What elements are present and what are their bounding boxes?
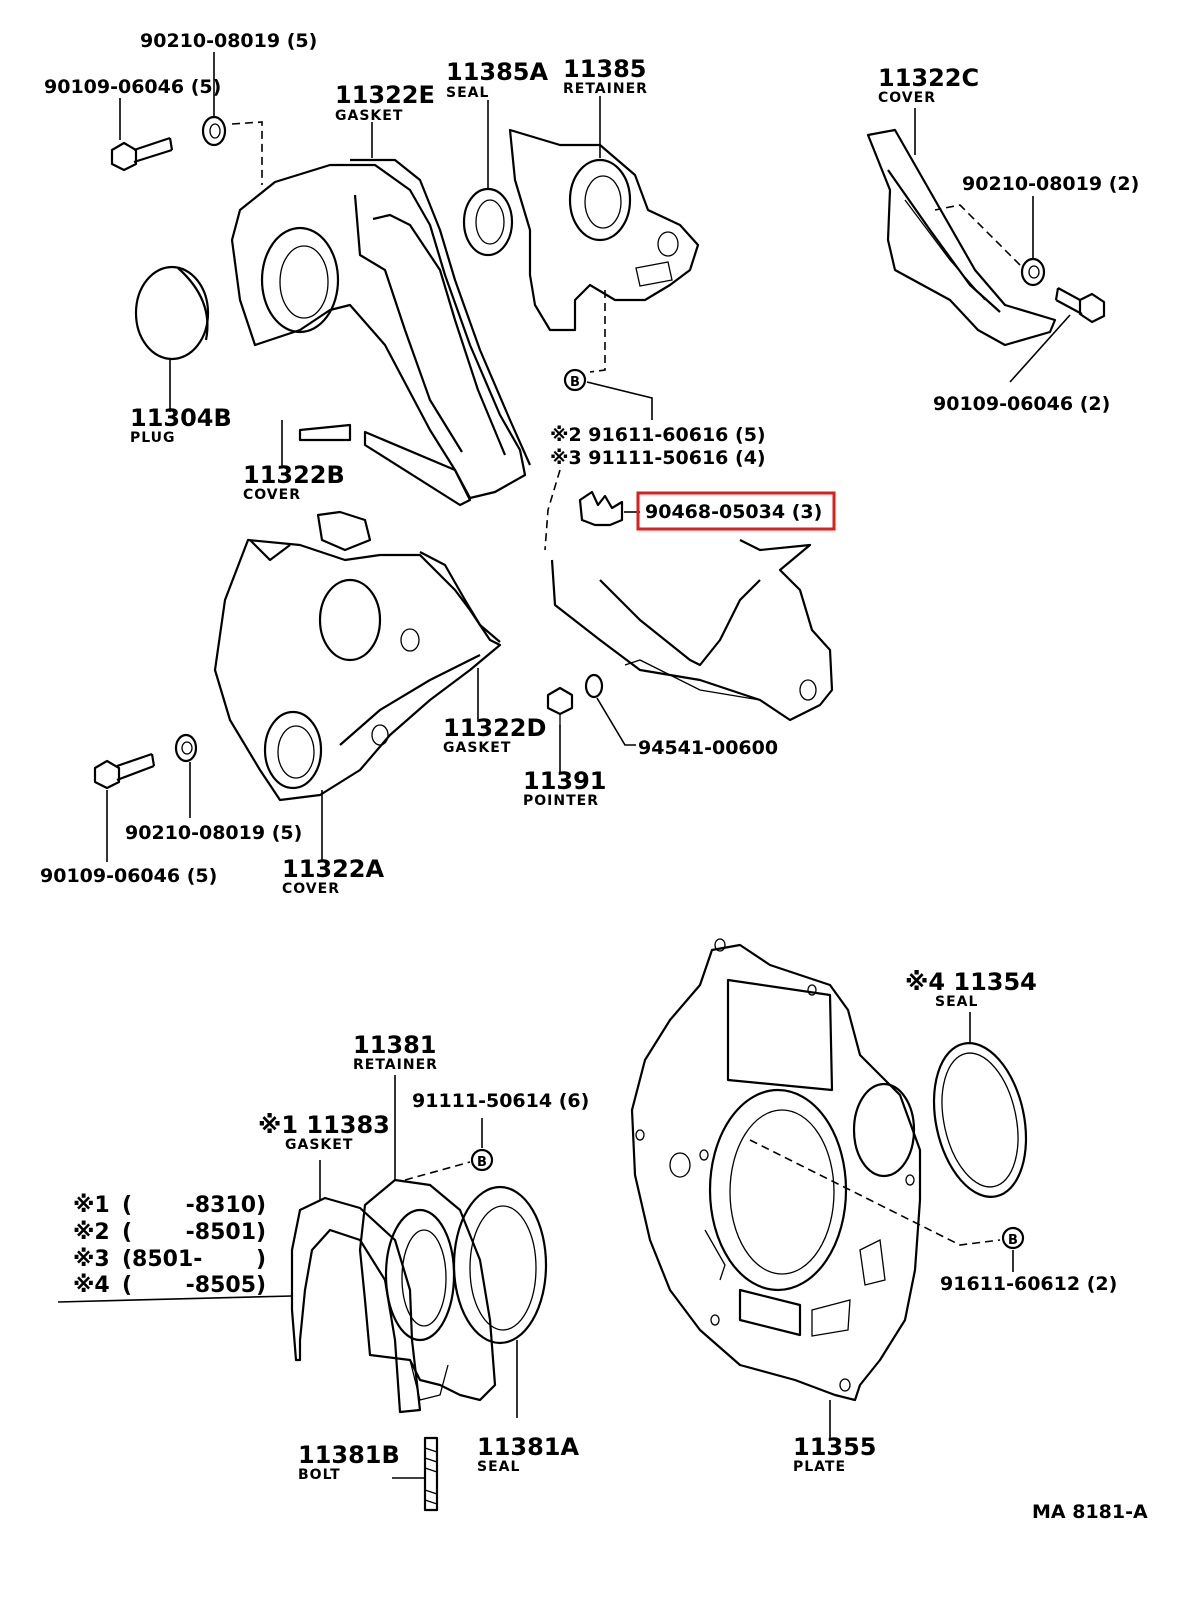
retainer-11385 [508, 128, 700, 332]
label-11304B: 11304B [130, 404, 232, 432]
label-11322C: 11322C [878, 64, 979, 92]
label-11385: 11385 [563, 55, 647, 83]
label-11391: 11391 [523, 767, 607, 795]
plate-11355 [630, 938, 922, 1402]
seal-11354 [932, 1042, 1028, 1198]
label-90210-08019-top: 90210-08019 (5) [140, 30, 317, 52]
note-1-mark: ※1 [73, 1193, 110, 1218]
label-retainer-b: RETAINER [353, 1057, 438, 1073]
bolt-90109-upper [110, 136, 174, 172]
label-pointer: POINTER [523, 793, 599, 809]
label-cover-c: COVER [878, 90, 936, 106]
label-plug: PLUG [130, 430, 176, 446]
label-seal-b: SEAL [935, 994, 978, 1010]
note-3-mark: ※3 [73, 1247, 110, 1272]
label-11383: ※1 11383 [258, 1111, 390, 1139]
leader-94541 [596, 697, 636, 746]
svg-text:B: B [1008, 1233, 1018, 1248]
leader-b3-dash [749, 1139, 1001, 1246]
engine-block-fragment [544, 469, 834, 722]
clip-90468 [578, 490, 624, 527]
label-11355: 11355 [793, 1433, 877, 1461]
washer-94541 [584, 673, 604, 699]
seal-11381A [452, 1185, 548, 1345]
cover-11322C [866, 128, 1057, 347]
label-gasket-d: GASKET [443, 740, 511, 756]
label-90468-05034: 90468-05034 (3) [645, 501, 822, 523]
label-91111-50614: 91111-50614 (6) [412, 1090, 589, 1112]
b-marker-2: B [470, 1148, 494, 1172]
label-retainer-a: RETAINER [563, 81, 648, 97]
washer-90210-upper [201, 115, 227, 147]
label-11381A: 11381A [477, 1433, 579, 1461]
gasket-11322D [419, 551, 501, 643]
bolt-90109-right [1054, 287, 1106, 324]
label-90109-06046-top: 90109-06046 (5) [44, 76, 221, 98]
bolt-90109-lower [93, 752, 156, 790]
b-marker-1: B [563, 368, 587, 392]
cover-11322B [230, 163, 527, 507]
cover-11322A [213, 510, 502, 802]
label-11322A: 11322A [282, 855, 384, 883]
leader-washer-right-dash [934, 204, 1021, 266]
label-94541-00600: 94541-00600 [638, 737, 778, 759]
label-cover-a: COVER [282, 881, 340, 897]
note-3-range: (8501- ) [122, 1247, 266, 1272]
label-91611-60612: 91611-60612 (2) [940, 1273, 1117, 1295]
label-11385A: 11385A [446, 58, 548, 86]
b-marker-3: B [1001, 1226, 1025, 1250]
label-plate: PLATE [793, 1459, 846, 1475]
notes-underline [57, 1295, 293, 1303]
note-4-range: ( -8505) [122, 1273, 266, 1298]
doc-code: MA 8181-A [1032, 1501, 1148, 1523]
note-4-mark: ※4 [73, 1273, 110, 1298]
leader-retainer-dash [589, 290, 606, 373]
pointer-11391 [546, 686, 574, 725]
leader-b2-dash [404, 1161, 471, 1181]
gasket-11383 [290, 1196, 422, 1414]
note-2-mark: ※2 [73, 1220, 110, 1245]
label-90210-08019-lower: 90210-08019 (5) [125, 822, 302, 844]
note-2-range: ( -8501) [122, 1220, 266, 1245]
label-11381: 11381 [353, 1031, 437, 1059]
leader-b1 [586, 381, 653, 420]
label-11322E: 11322E [335, 81, 435, 109]
label-gasket-e: GASKET [335, 108, 403, 124]
washer-90210-lower [174, 733, 198, 763]
label-90109-06046-lower: 90109-06046 (5) [40, 865, 217, 887]
washer-90210-right [1020, 257, 1046, 287]
label-bolt: BOLT [298, 1467, 341, 1483]
label-90210-08019-right: 90210-08019 (2) [962, 173, 1139, 195]
label-90109-06046-right: 90109-06046 (2) [933, 393, 1110, 415]
label-11354: ※4 11354 [905, 968, 1037, 996]
label-11322D: 11322D [443, 714, 546, 742]
label-11322B: 11322B [243, 461, 345, 489]
label-91611-60616: ※2 91611-60616 (5) [550, 424, 766, 446]
label-cover-b: COVER [243, 487, 301, 503]
leader-washer-dash [231, 121, 263, 185]
label-91111-50616: ※3 91111-50616 (4) [550, 447, 766, 469]
label-seal-c: SEAL [477, 1459, 520, 1475]
svg-text:B: B [570, 375, 580, 390]
seal-11385A [462, 187, 514, 257]
retainer-11381 [358, 1178, 497, 1402]
label-gasket-f: GASKET [285, 1137, 353, 1153]
gasket-11322E [350, 158, 532, 466]
note-1-range: ( -8310) [122, 1193, 266, 1218]
bolt-11381B [423, 1436, 439, 1512]
highlight-box [636, 491, 836, 531]
label-11381B: 11381B [298, 1441, 400, 1469]
leader-90109-b [1009, 314, 1071, 383]
label-seal-a: SEAL [446, 85, 489, 101]
plug-11304B [134, 265, 210, 361]
svg-text:B: B [477, 1155, 487, 1170]
